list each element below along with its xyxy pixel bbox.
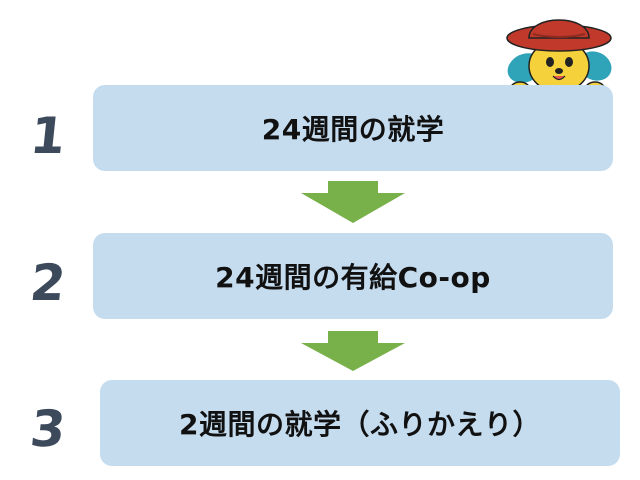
step-box-3: 2週間の就学（ふりかえり） [100, 380, 620, 466]
step-label-2: 24週間の有給Co-op [215, 261, 491, 294]
arrow-down-icon [301, 331, 405, 371]
step-box-2: 24週間の有給Co-op [93, 233, 613, 319]
step-number-3: 3 [27, 400, 69, 458]
step-label-3: 2週間の就学（ふりかえり） [179, 408, 541, 441]
step-number-2: 2 [27, 254, 69, 312]
step-label-1: 24週間の就学 [261, 113, 445, 146]
step-box-1: 24週間の就学 [93, 85, 613, 171]
arrow-down-icon [301, 181, 405, 223]
step-number-1: 1 [27, 107, 69, 165]
